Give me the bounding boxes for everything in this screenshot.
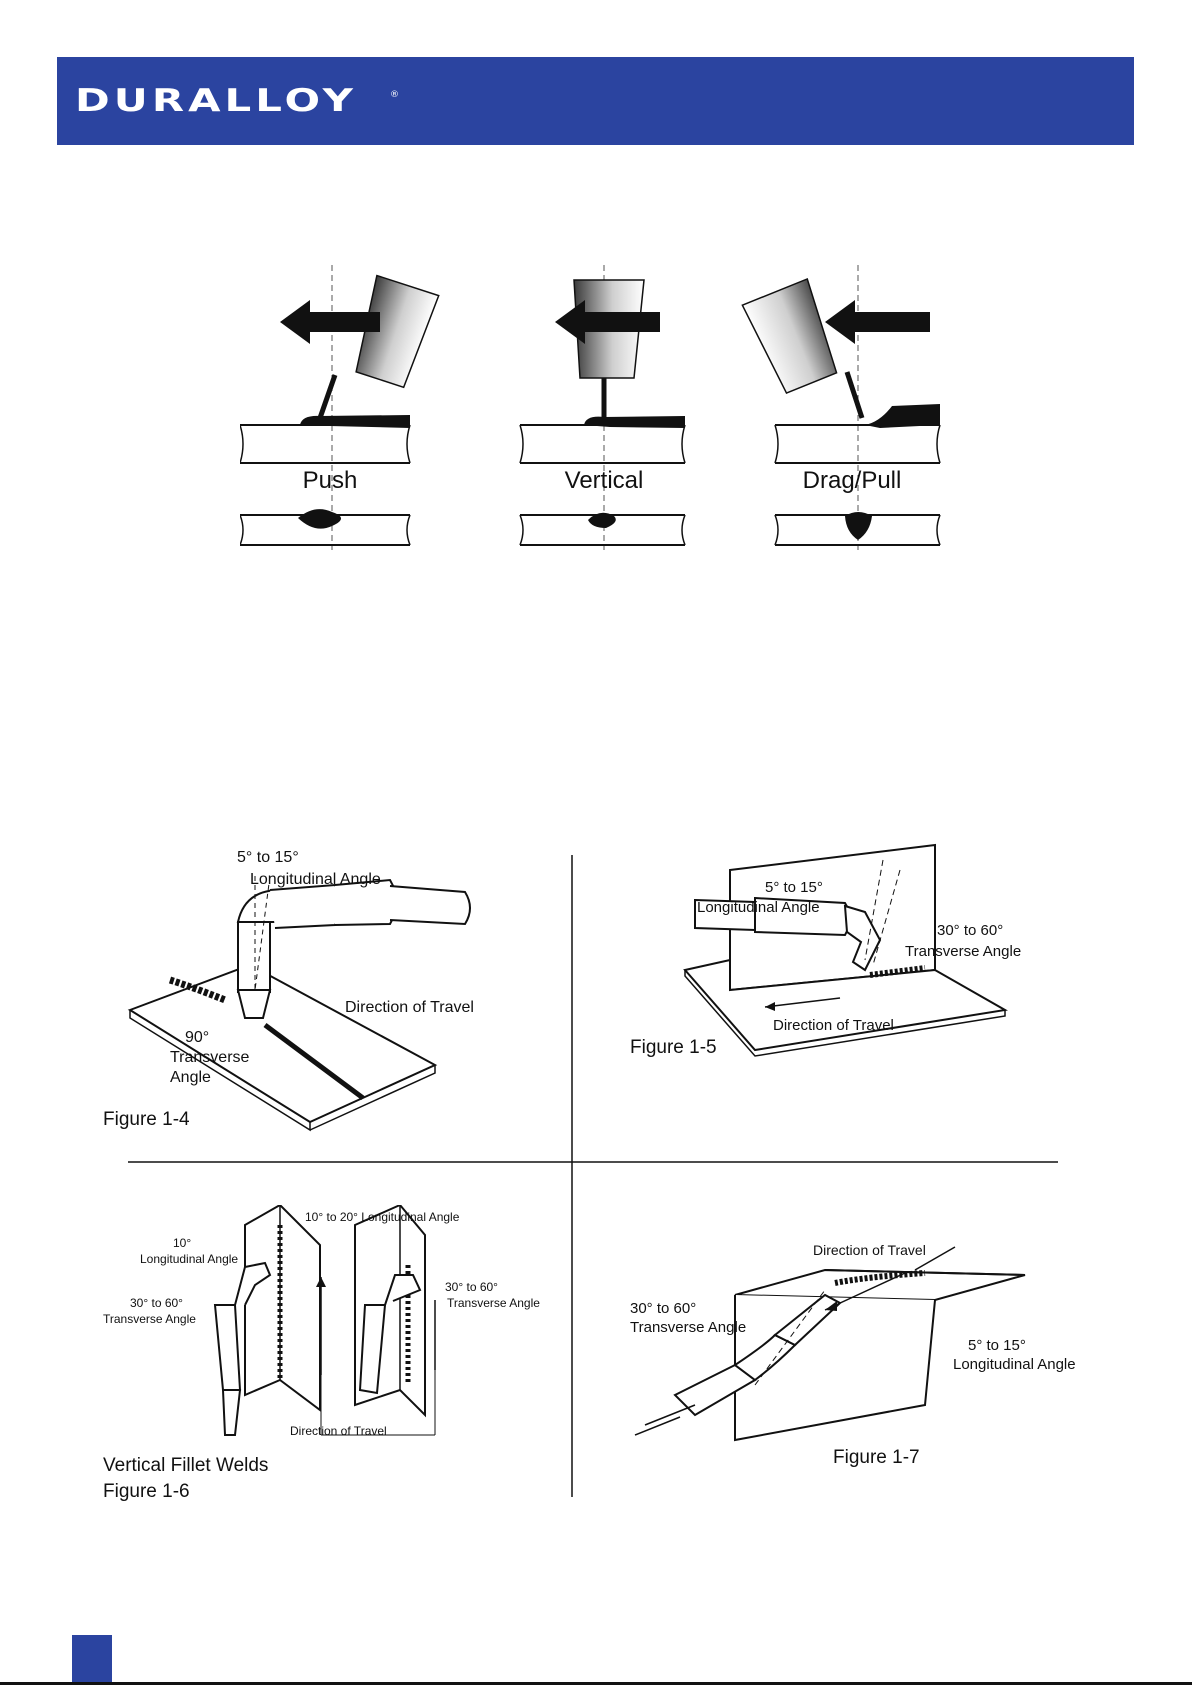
- fig16-left-long-label: Longitudinal Angle: [140, 1252, 238, 1266]
- bottom-rule: [0, 1682, 1192, 1685]
- fig16-right-trans-range: 30° to 60°: [445, 1280, 498, 1294]
- fig16-right-trans-label: Transverse Angle: [447, 1296, 540, 1310]
- fig15-long-label: Longitudinal Angle: [697, 899, 820, 916]
- push-diagram: [240, 265, 440, 550]
- fig15-caption: Figure 1-5: [630, 1037, 717, 1058]
- gun-angle-diagram: Push Vertical Drag/Pull: [240, 265, 941, 550]
- fig17-long-range: 5° to 15°: [968, 1337, 1026, 1354]
- figure-1-6: 10° Longitudinal Angle 30° to 60° Transv…: [103, 1205, 540, 1502]
- fig14-long-range: 5° to 15°: [237, 849, 299, 866]
- fig17-trans-range: 30° to 60°: [630, 1300, 696, 1317]
- fig17-trans-label: Transverse Angle: [630, 1319, 746, 1336]
- fig14-caption: Figure 1-4: [103, 1109, 190, 1130]
- label-push: Push: [303, 467, 358, 494]
- fig17-direction: Direction of Travel: [813, 1242, 926, 1258]
- fig17-caption: Figure 1-7: [833, 1447, 920, 1468]
- drag-pull-diagram: [741, 265, 941, 550]
- fig16-top-long: 10° to 20° Longitudinal Angle: [305, 1210, 460, 1224]
- fig16-left-long-value: 10°: [173, 1236, 191, 1250]
- fig14-trans-label-1: Transverse: [170, 1049, 250, 1066]
- label-drag-pull: Drag/Pull: [803, 467, 902, 494]
- fig16-caption: Figure 1-6: [103, 1481, 190, 1502]
- label-vertical: Vertical: [565, 467, 644, 494]
- figure-1-5: 5° to 15° Longitudinal Angle 30° to 60° …: [630, 843, 1021, 1058]
- header-banner: DURALLOY ®: [57, 57, 1134, 145]
- fig14-trans-value: 90°: [185, 1029, 209, 1046]
- fig14-trans-label-2: Angle: [170, 1069, 211, 1086]
- fig16-left-trans-label: Transverse Angle: [103, 1312, 196, 1326]
- fig16-title: Vertical Fillet Welds: [103, 1455, 268, 1476]
- figure-1-7: Direction of Travel 30° to 60° Transvers…: [630, 1242, 1076, 1468]
- fig14-long-label: Longitudinal Angle: [250, 871, 381, 888]
- fig16-direction: Direction of Travel: [290, 1424, 387, 1438]
- brand-logo: DURALLOY: [75, 83, 357, 119]
- vertical-diagram: [519, 265, 686, 550]
- fig17-long-label: Longitudinal Angle: [953, 1356, 1076, 1373]
- fig16-left-trans-range: 30° to 60°: [130, 1296, 183, 1310]
- fig15-trans-range: 30° to 60°: [937, 922, 1003, 939]
- fig15-trans-label: Transverse Angle: [905, 943, 1021, 960]
- figure-1-4: 5° to 15° Longitudinal Angle Direction o…: [103, 849, 474, 1132]
- fig14-direction: Direction of Travel: [345, 999, 474, 1016]
- page-tab-marker: [72, 1635, 112, 1685]
- fig15-direction: Direction of Travel: [773, 1017, 894, 1034]
- fig15-long-range: 5° to 15°: [765, 879, 823, 896]
- registered-mark: ®: [390, 90, 399, 100]
